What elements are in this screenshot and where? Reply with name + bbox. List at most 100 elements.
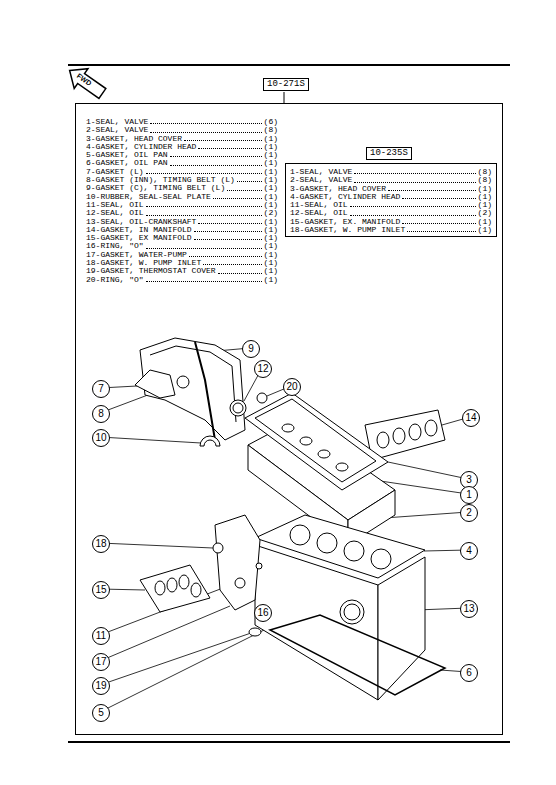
callout-number: 17 — [92, 653, 110, 671]
parts-list: 1-SEAL, VALVE(6)2-SEAL, VALVE(8)3-GASKET… — [86, 118, 278, 284]
part-name: 6-GASKET, OIL PAN — [86, 159, 168, 167]
callout-number: 13 — [460, 600, 478, 618]
part-qty: (1) — [264, 159, 278, 167]
callout-number: 14 — [462, 409, 480, 427]
parts-row: 5-GASKET, OIL PAN (1) — [86, 151, 278, 159]
dot-leader — [198, 148, 261, 149]
part-qty: (1) — [264, 242, 278, 250]
callout-text: 1 — [466, 490, 472, 500]
part-qty: (2) — [478, 209, 492, 217]
dot-leader — [146, 248, 262, 249]
dot-leader — [150, 123, 261, 124]
direction-label: FWD — [75, 72, 93, 88]
dot-leader — [203, 264, 261, 265]
dot-leader — [388, 190, 476, 191]
part-name: 3-GASKET, HEAD COVER — [290, 185, 386, 193]
callout-text: 7 — [98, 384, 104, 394]
part-qty: (1) — [264, 168, 278, 176]
part-name: 17-GASKET, WATER-PUMP — [86, 251, 187, 259]
dot-leader — [189, 256, 262, 257]
callout-text: 4 — [466, 546, 472, 556]
callout-text: 19 — [95, 681, 106, 691]
parts-row: 11-SEAL, OIL(1) — [290, 201, 492, 209]
callout-number: 12 — [254, 360, 272, 378]
dot-leader — [402, 198, 475, 199]
callout-number: 4 — [460, 542, 478, 560]
callout-number: 9 — [242, 340, 260, 358]
part-name: 16-RING, "O" — [86, 242, 144, 250]
dot-leader — [350, 215, 476, 216]
part-qty: (1) — [264, 143, 278, 151]
dot-leader — [194, 231, 262, 232]
parts-row: 12-SEAL, OIL (2) — [290, 209, 492, 217]
parts-row: 20-RING, "O"(1) — [86, 276, 278, 284]
callout-text: 10 — [95, 433, 106, 443]
parts-row: 7-GASKET (L)(1) — [86, 168, 278, 176]
dot-leader — [237, 181, 262, 182]
part-name: 18-GASKET, W. PUMP INLET — [290, 226, 405, 234]
callout-number: 2 — [460, 504, 478, 522]
part-qty: (1) — [478, 193, 492, 201]
parts-row: 18-GASKET, W. PUMP INLET(1) — [86, 259, 278, 267]
part-name: 4-GASKET, CYLINDER HEAD — [290, 193, 400, 201]
parts-row: 3-GASKET, HEAD COVER (1) — [86, 135, 278, 143]
callout-text: 8 — [98, 409, 104, 419]
part-name: 3-GASKET, HEAD COVER — [86, 135, 182, 143]
dot-leader — [354, 173, 475, 174]
part-qty: (1) — [264, 276, 278, 284]
part-qty: (1) — [478, 201, 492, 209]
dot-leader — [407, 231, 475, 232]
callout-text: 17 — [95, 657, 106, 667]
callout-number: 8 — [92, 405, 110, 423]
part-name: 12-SEAL, OIL — [290, 209, 348, 217]
part-qty: (8) — [264, 126, 278, 134]
dot-leader — [402, 223, 475, 224]
dot-leader — [184, 140, 262, 141]
part-name: 8-GASKET (INN), TIMING BELT (L) — [86, 176, 235, 184]
parts-row: 16-RING, "O" (1) — [86, 242, 278, 250]
part-qty: (8) — [478, 176, 492, 184]
callout-number: 18 — [92, 535, 110, 553]
part-qty: (1) — [264, 176, 278, 184]
dot-leader — [198, 223, 261, 224]
part-name: 19-GASKET, THERMOSTAT COVER — [86, 267, 216, 275]
callout-text: 5 — [98, 708, 104, 718]
dot-leader — [227, 190, 261, 191]
callout-number: 5 — [92, 704, 110, 722]
kit-number: 10-271S — [263, 78, 309, 91]
part-name: 5-GASKET, OIL PAN — [86, 151, 168, 159]
callout-number: 16 — [254, 604, 272, 622]
dot-leader — [146, 215, 262, 216]
kit-number: 10-235S — [366, 147, 412, 160]
part-name: 14-GASKET, IN MANIFOLD — [86, 226, 192, 234]
part-qty: (1) — [264, 193, 278, 201]
parts-row: 13-SEAL, OIL-CRANKSHAFT(1) — [86, 218, 278, 226]
dot-leader — [170, 156, 262, 157]
dot-leader — [146, 281, 262, 282]
dot-leader — [354, 182, 475, 183]
callout-number: 15 — [92, 581, 110, 599]
callout-number: 1 — [460, 486, 478, 504]
parts-row: 4-GASKET, CYLINDER HEAD(1) — [86, 143, 278, 151]
parts-row: 17-GASKET, WATER-PUMP(1) — [86, 251, 278, 259]
part-qty: (1) — [264, 151, 278, 159]
part-qty: (1) — [264, 226, 278, 234]
part-qty: (6) — [264, 118, 278, 126]
parts-row: 9-GASKET (C), TIMING BELT (L)(1) — [86, 184, 278, 192]
part-qty: (1) — [264, 259, 278, 267]
part-name: 9-GASKET (C), TIMING BELT (L) — [86, 184, 225, 192]
part-name: 1-SEAL, VALVE — [290, 168, 352, 176]
callout-number: 11 — [92, 627, 110, 645]
parts-row: 2-SEAL, VALVE (8) — [86, 126, 278, 134]
callout-text: 15 — [95, 585, 106, 595]
callout-text: 20 — [286, 382, 297, 392]
part-qty: (1) — [264, 267, 278, 275]
kit-frame: 10-271S1-SEAL, VALVE(6)2-SEAL, VALVE(8)3… — [75, 103, 503, 735]
dot-leader — [350, 206, 476, 207]
callout-number: 19 — [92, 677, 110, 695]
part-name: 1-SEAL, VALVE — [86, 118, 148, 126]
part-qty: (1) — [264, 135, 278, 143]
callout-text: 6 — [466, 668, 472, 678]
part-name: 2-SEAL, VALVE — [86, 126, 148, 134]
part-name: 11-SEAL, OIL — [86, 201, 144, 209]
